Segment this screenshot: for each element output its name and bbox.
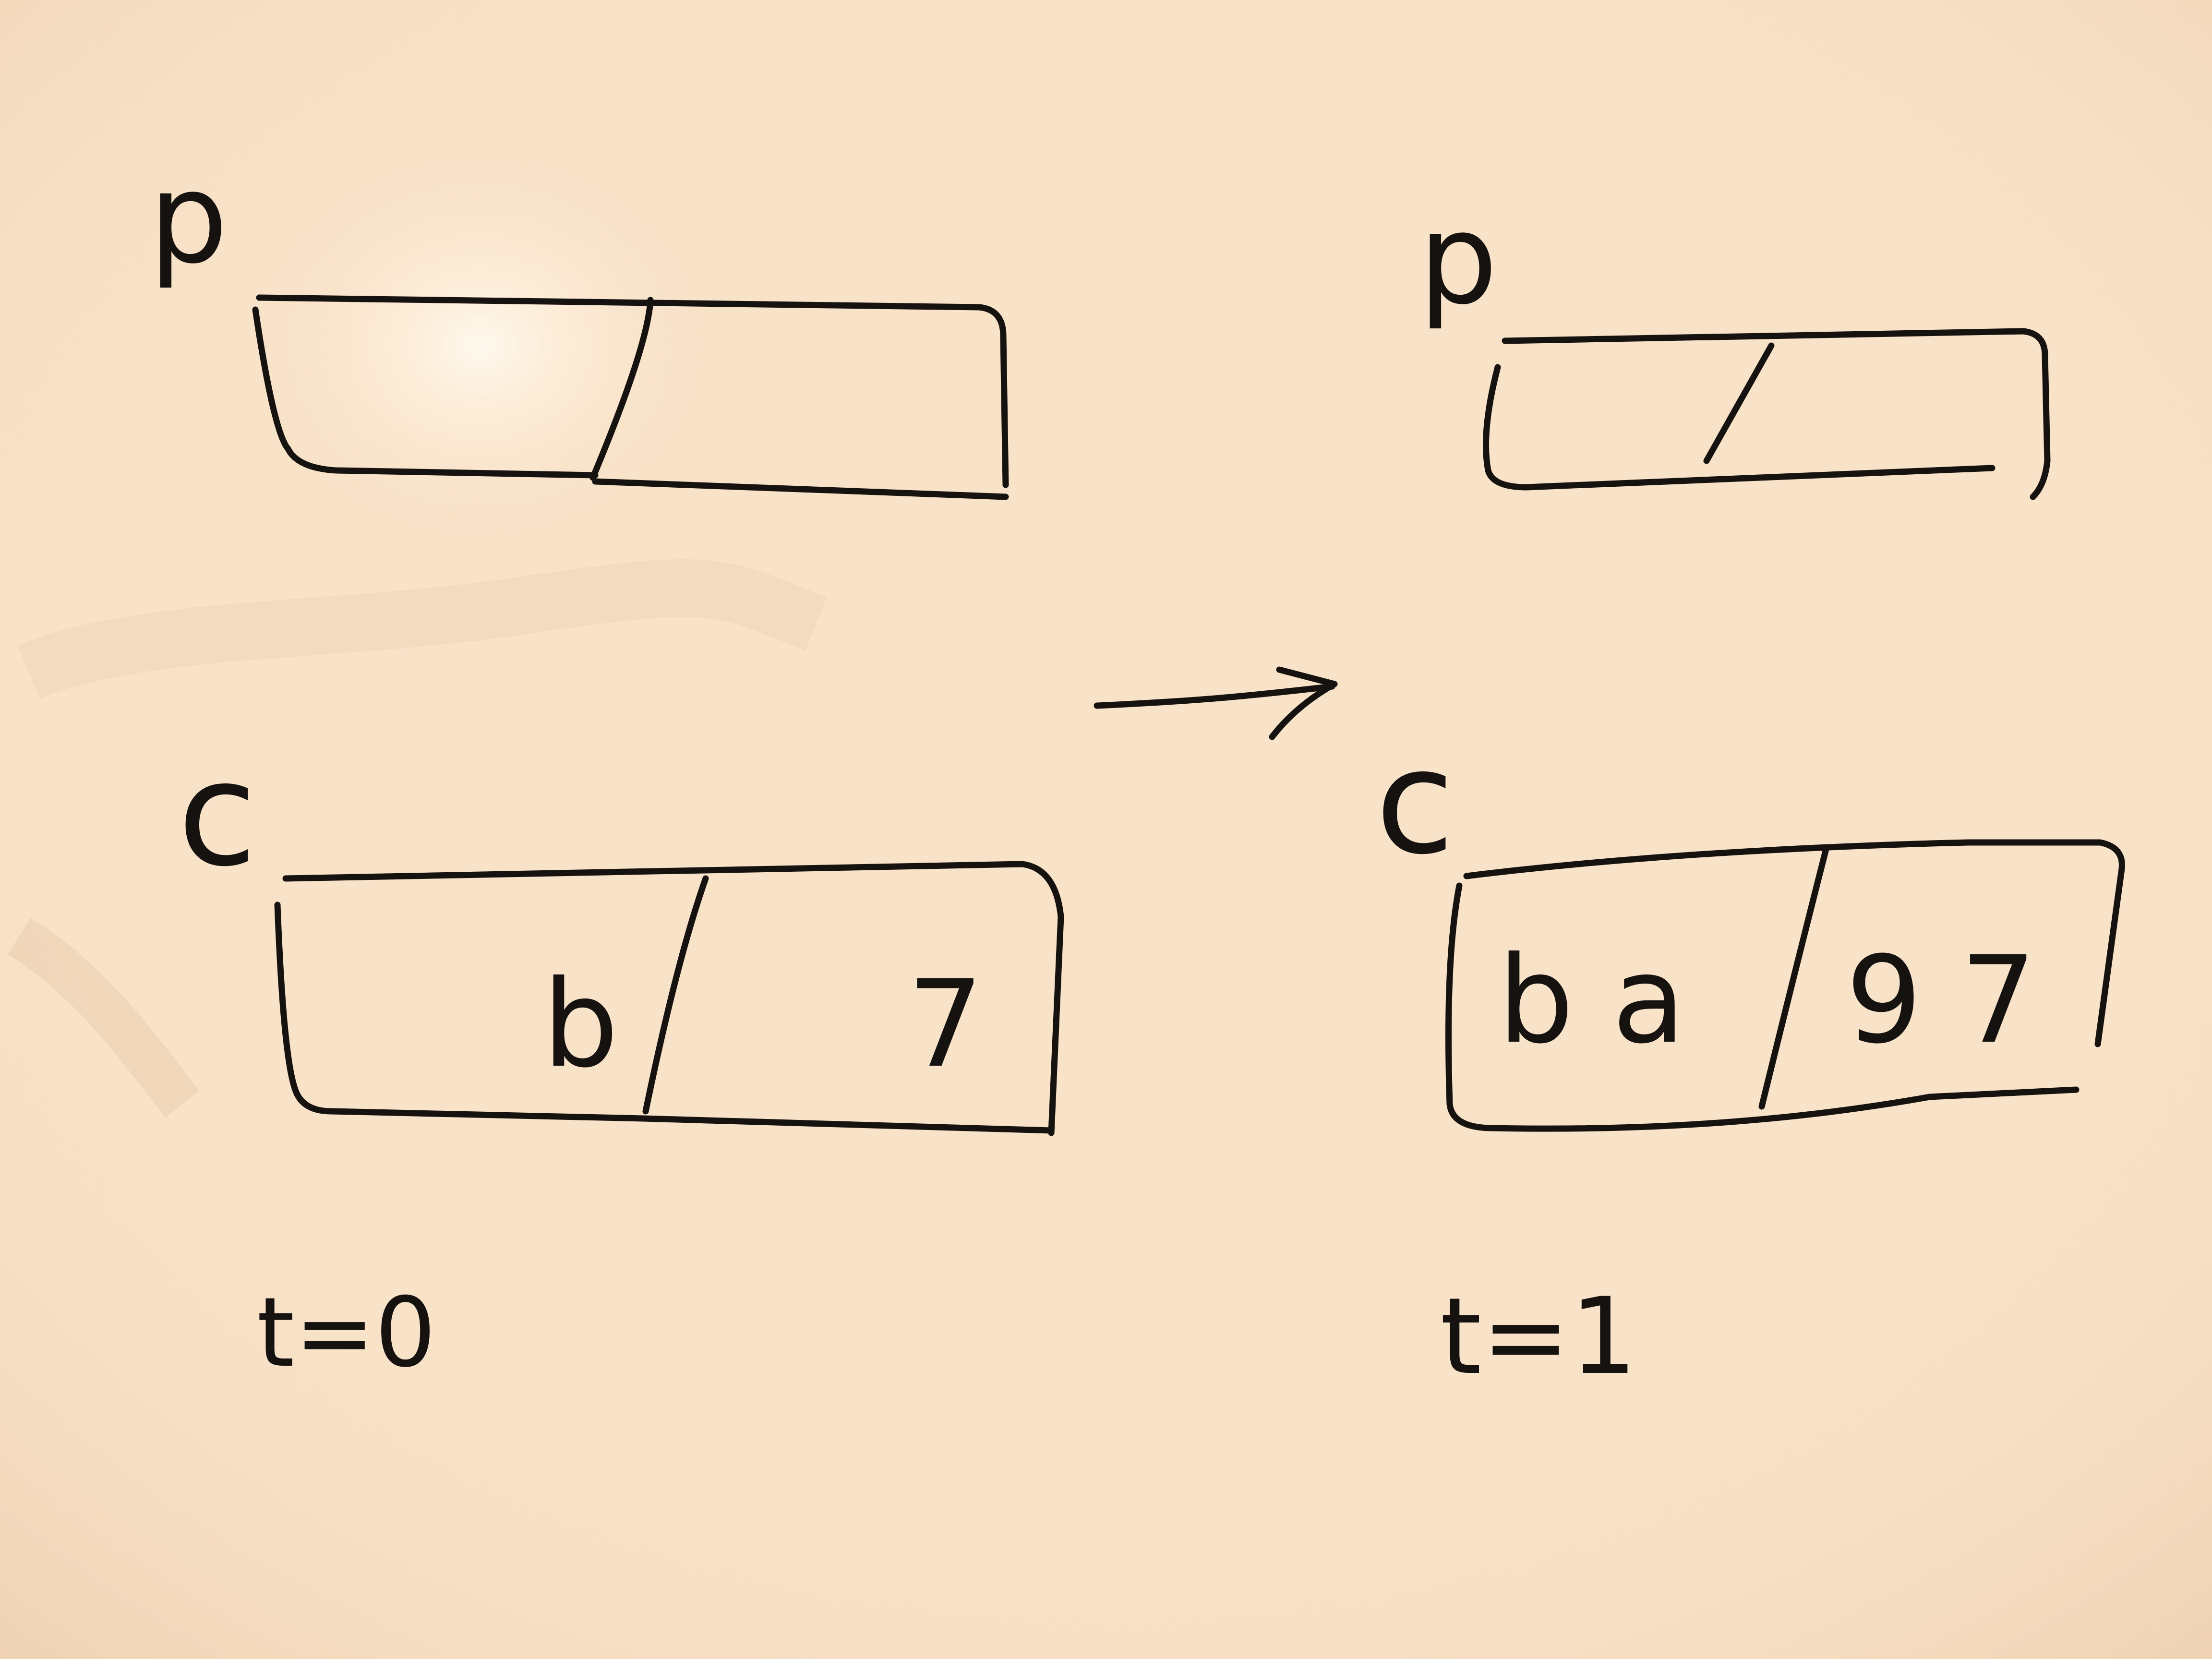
before-p-divider (589, 297, 654, 481)
arrow-head (1269, 666, 1338, 740)
transition-arrow: → (1094, 666, 1338, 740)
after-p-divider (1703, 342, 1775, 464)
before-c-cells: b 7 (542, 954, 984, 1094)
arrow-shaft (1094, 683, 1335, 709)
after-c-cell-0: b a (1498, 930, 1685, 1070)
after-c-cells: b a 9 7 (1498, 930, 2037, 1070)
after-c-box (1445, 839, 2125, 1132)
after-time-label: t=1 (1440, 1275, 1637, 1398)
before-p-label: p (149, 146, 228, 291)
before-state: p c b 7 t=0 (149, 146, 1064, 1389)
before-c-box (274, 861, 1064, 1136)
before-c-divider (642, 875, 709, 1115)
after-p-label: p (1419, 187, 1498, 332)
before-p-box (252, 294, 1009, 500)
after-c-cell-1: 9 7 (1846, 930, 2037, 1070)
before-c-label: c (178, 731, 257, 898)
before-c-cell-1: 7 (907, 954, 984, 1094)
after-p-box (1483, 328, 2051, 500)
eraser-smudge (17, 559, 827, 699)
before-c-cell-0: b (542, 954, 619, 1094)
light-glare (230, 134, 730, 557)
after-c-label: c (1375, 719, 1455, 886)
before-time-label: t=0 (257, 1277, 436, 1389)
after-c-divider (1758, 844, 1830, 1110)
after-state: p c b a 9 7 t=1 (1375, 187, 2125, 1398)
eraser-smudge (7, 917, 200, 1118)
